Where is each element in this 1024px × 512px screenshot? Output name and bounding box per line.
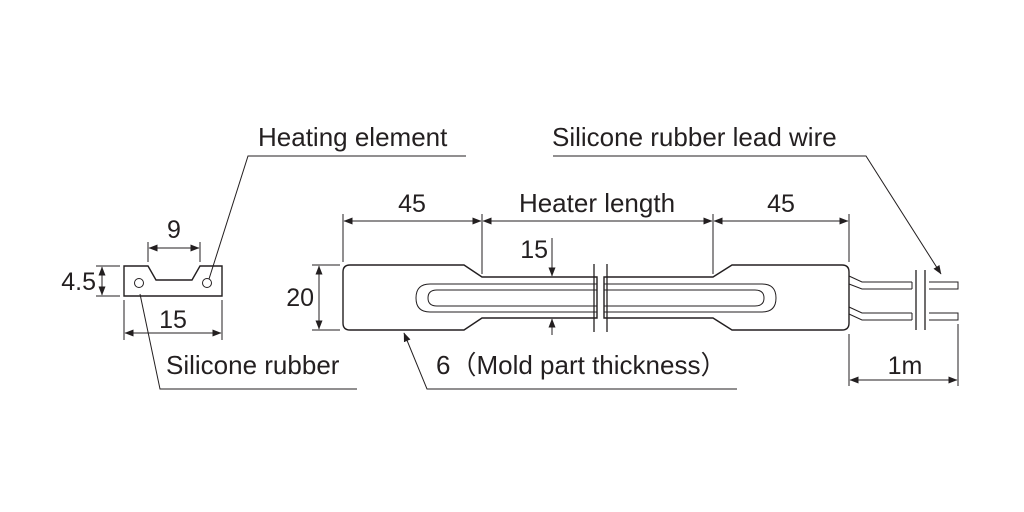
label-mold-thickness: 6（Mold part thickness） xyxy=(436,350,726,380)
dimension-left-end: 45 xyxy=(398,190,426,218)
label-silicone-rubber-lead-wire: Silicone rubber lead wire xyxy=(552,122,837,152)
lead-wires xyxy=(848,270,959,330)
leader-heating-element xyxy=(208,155,466,280)
leader-lead-wire xyxy=(553,155,942,275)
heating-element-loop-outer-right xyxy=(604,283,777,313)
dimension-element-width: 15 xyxy=(520,236,548,264)
leader-mold-thickness xyxy=(403,332,737,390)
heater-body-outline-right xyxy=(603,264,850,331)
dimension-height: 4.5 xyxy=(61,268,96,296)
heater-body-outline xyxy=(342,264,598,331)
heating-element-loop-inner xyxy=(427,289,597,307)
dimension-width: 15 xyxy=(159,306,187,334)
heating-element-loop-inner-right xyxy=(604,289,765,307)
dimension-gap: 9 xyxy=(167,216,181,244)
heating-element-wire-right xyxy=(202,278,212,288)
cross-section-view: 9 4.5 15 Heating element Silicone rubber xyxy=(61,122,466,390)
label-heating-element: Heating element xyxy=(258,122,448,152)
heating-element-wire-left xyxy=(134,278,144,288)
dimension-right-end: 45 xyxy=(767,190,795,218)
top-view: Silicone rubber lead wire 45 Heater leng… xyxy=(286,122,959,390)
label-heater-length: Heater length xyxy=(519,188,675,218)
label-silicone-rubber: Silicone rubber xyxy=(166,350,340,380)
dimension-heater-width: 20 xyxy=(286,284,314,312)
dimension-lead-length: 1m xyxy=(888,352,923,380)
heating-element-loop-outer xyxy=(415,283,597,313)
cross-section-body xyxy=(123,265,223,297)
leader-silicone-rubber xyxy=(139,293,357,390)
